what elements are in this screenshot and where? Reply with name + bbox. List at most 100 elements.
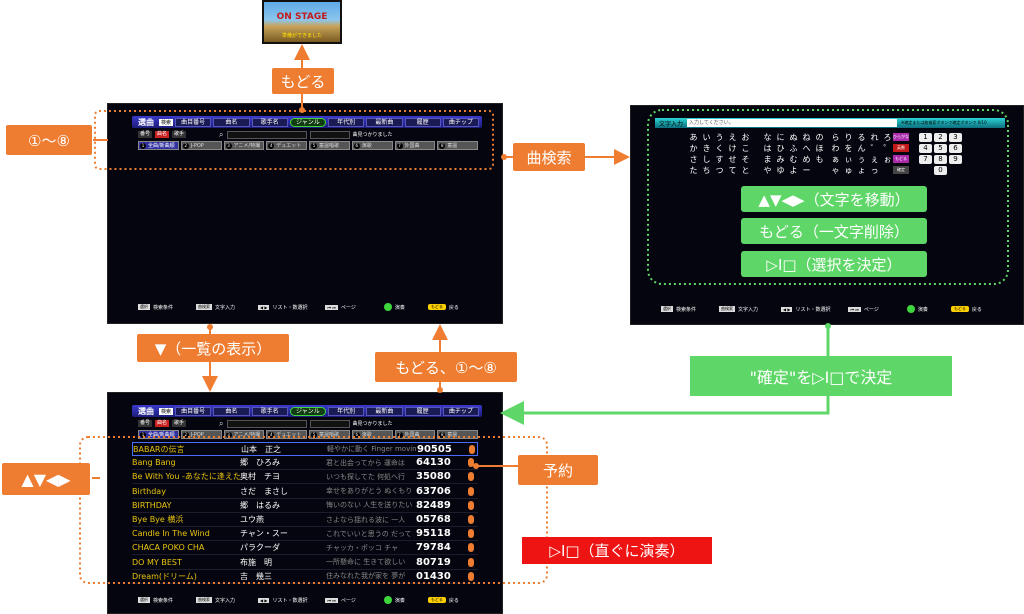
kana-key[interactable]: の <box>815 133 824 142</box>
kana-key[interactable]: ぅ <box>857 155 866 164</box>
mic-icon[interactable] <box>468 571 474 581</box>
kana-key[interactable]: へ <box>802 144 811 153</box>
tab-title[interactable]: 曲名 <box>213 117 250 127</box>
kana-key[interactable]: あ <box>689 133 698 142</box>
kana-key[interactable]: た <box>689 166 698 175</box>
kana-key[interactable]: ぇ <box>870 155 879 164</box>
kana-key[interactable]: え <box>728 133 737 142</box>
mic-icon[interactable] <box>468 557 474 567</box>
kana-key[interactable]: は <box>763 144 772 153</box>
kana-key[interactable]: こ <box>741 144 750 153</box>
filter-title-button[interactable]: 曲名 <box>155 131 170 138</box>
mic-icon[interactable] <box>468 486 474 496</box>
kana-key[interactable]: さ <box>689 155 698 164</box>
kana-key[interactable]: な <box>763 133 772 142</box>
move-chars-button[interactable]: ▲▼◀▶（文字を移動） <box>741 186 927 212</box>
numpad-key[interactable]: 2 <box>934 133 947 142</box>
filter-number-button[interactable]: 番号 <box>138 131 153 138</box>
kana-key[interactable]: る <box>857 133 866 142</box>
hiragana-key[interactable]: ひらがな <box>893 133 909 141</box>
numpad-key[interactable]: 8 <box>934 155 947 164</box>
kana-key[interactable]: ー <box>802 166 811 175</box>
tab-history[interactable]: 履歴 <box>404 117 441 127</box>
kana-key[interactable]: ぬ <box>789 133 798 142</box>
kana-key[interactable]: っ <box>870 166 879 175</box>
delete-char-button[interactable]: もどる（一文字削除） <box>741 218 927 244</box>
kana-key[interactable]: ゛ <box>870 144 879 153</box>
kana-key[interactable]: む <box>789 155 798 164</box>
kana-key[interactable]: り <box>844 133 853 142</box>
back-key[interactable]: もどる <box>893 155 909 163</box>
kana-key[interactable]: ん <box>857 144 866 153</box>
kana-key[interactable]: か <box>689 144 698 153</box>
kana-key[interactable]: つ <box>715 166 724 175</box>
kana-key[interactable]: そ <box>741 155 750 164</box>
tab-chip[interactable]: 曲チップ <box>442 117 480 127</box>
numpad-key[interactable]: 5 <box>934 144 947 153</box>
kana-key[interactable]: ゆ <box>776 166 785 175</box>
kana-key[interactable]: ね <box>802 133 811 142</box>
kana-key[interactable]: と <box>741 166 750 175</box>
mic-icon[interactable] <box>468 500 474 510</box>
kana-key[interactable]: ぁ <box>831 155 840 164</box>
search-input[interactable] <box>226 130 307 139</box>
kana-key[interactable]: れ <box>870 133 879 142</box>
numpad-key[interactable]: 1 <box>919 133 932 142</box>
kana-key[interactable]: み <box>776 155 785 164</box>
kana-key[interactable]: ほ <box>815 144 824 153</box>
numpad-key[interactable]: 4 <box>919 144 932 153</box>
alnum-key[interactable]: 英数 <box>893 144 909 152</box>
mic-icon[interactable] <box>469 444 475 454</box>
kana-key[interactable]: め <box>802 155 811 164</box>
tab-era[interactable]: 年代別 <box>328 117 365 127</box>
kana-key[interactable]: ま <box>763 155 772 164</box>
kana-key[interactable]: に <box>776 133 785 142</box>
mic-icon[interactable] <box>468 543 474 553</box>
kana-key[interactable]: う <box>715 133 724 142</box>
kana-key[interactable]: も <box>815 155 824 164</box>
kana-key[interactable]: く <box>715 144 724 153</box>
numpad-key[interactable]: 7 <box>919 155 932 164</box>
tab-artist[interactable]: 歌手名 <box>251 117 288 127</box>
numpad-key[interactable]: 3 <box>949 133 962 142</box>
confirm-key[interactable]: 確定 <box>893 166 909 174</box>
kana-key[interactable]: ち <box>702 166 711 175</box>
kana-key[interactable]: し <box>702 155 711 164</box>
decide-selection-button[interactable]: ▷I□（選択を決定） <box>741 251 927 277</box>
search-icon[interactable]: ⌕ <box>219 418 224 428</box>
tab-genre[interactable]: ジャンル <box>289 117 327 127</box>
kana-key[interactable]: ょ <box>857 166 866 175</box>
kana-key[interactable]: や <box>763 166 772 175</box>
kana-key[interactable]: ふ <box>789 144 798 153</box>
kana-key[interactable]: わ <box>831 144 840 153</box>
filter-artist-button[interactable]: 歌手 <box>172 131 187 138</box>
numpad-key[interactable]: 0 <box>934 166 947 175</box>
keyboard-input[interactable]: 入力してください。 <box>687 119 898 127</box>
mic-icon[interactable] <box>468 458 474 468</box>
kana-key[interactable]: よ <box>789 166 798 175</box>
kana-key[interactable]: き <box>702 144 711 153</box>
numpad-key[interactable]: 6 <box>949 144 962 153</box>
kana-key[interactable]: ひ <box>776 144 785 153</box>
mic-icon[interactable] <box>468 529 474 539</box>
mic-icon[interactable] <box>468 472 474 482</box>
kana-key[interactable]: を <box>844 144 853 153</box>
